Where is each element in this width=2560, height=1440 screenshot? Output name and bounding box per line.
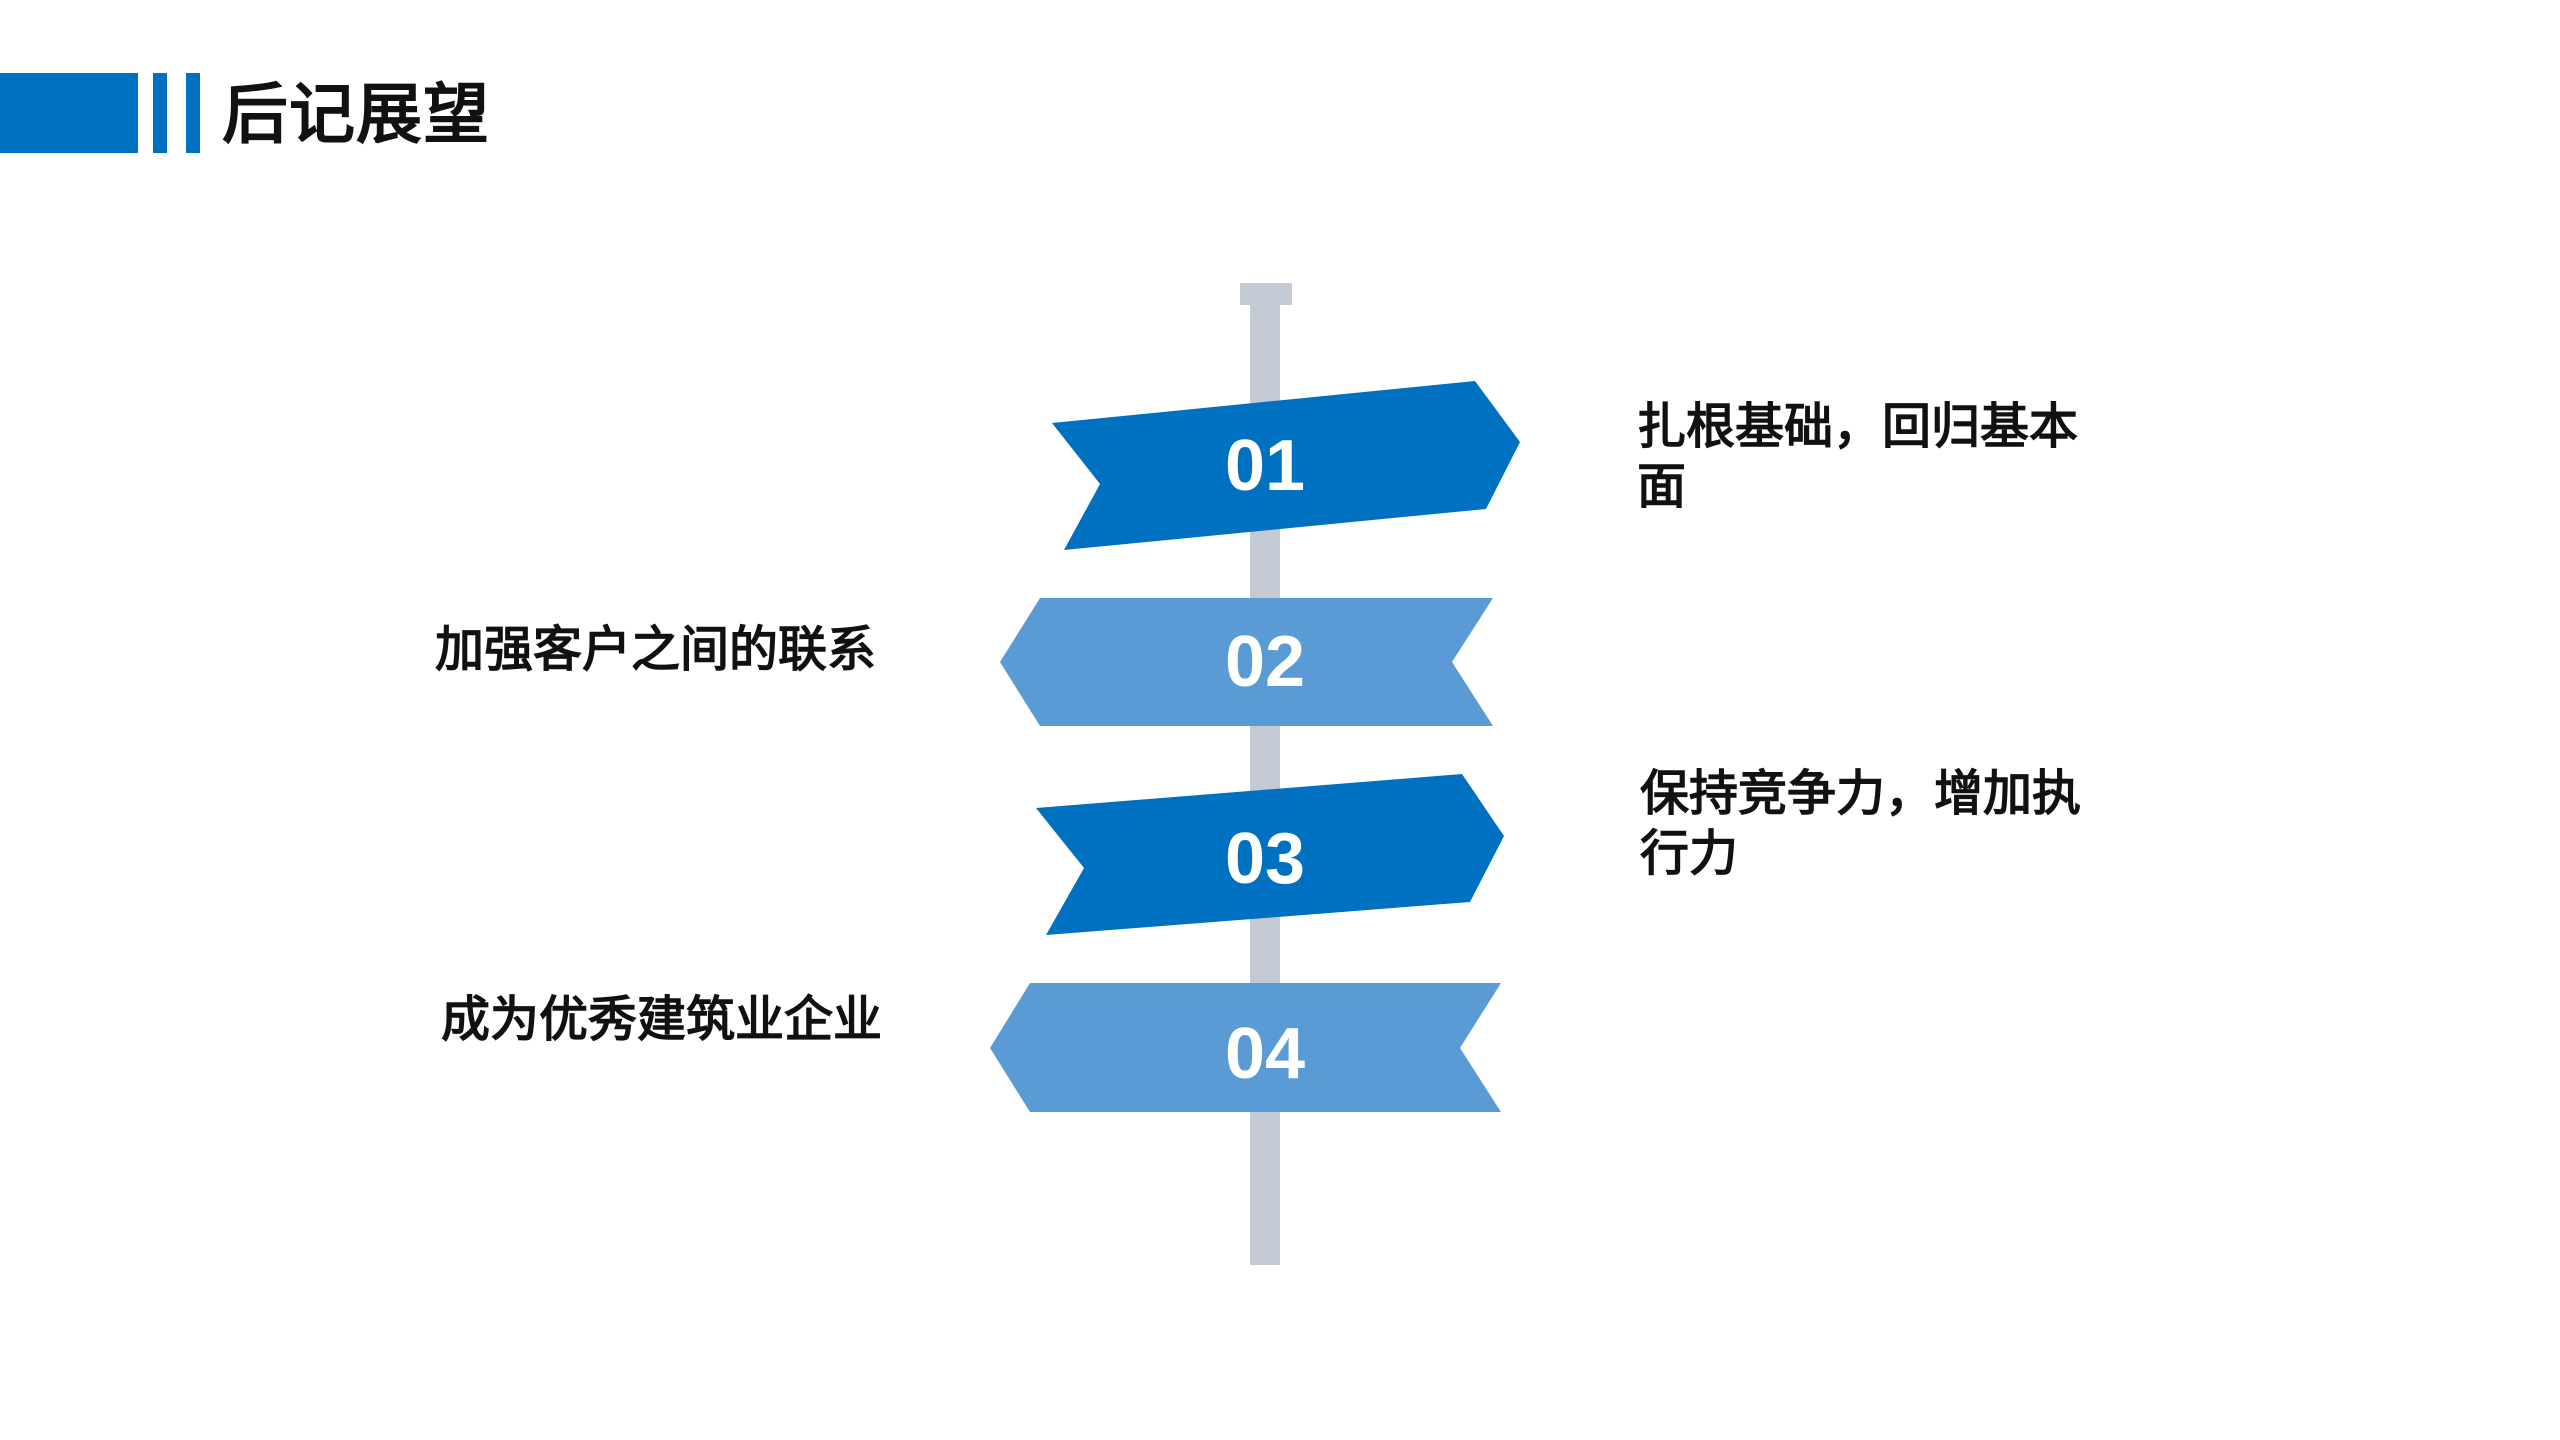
sign-01-text: 扎根基础，回归基本面 xyxy=(1637,400,2079,514)
header-accent-stripe xyxy=(153,73,167,153)
sign-01-board xyxy=(1052,381,1520,550)
header-accent-bar xyxy=(0,73,138,153)
sign-04-number: 04 xyxy=(1225,1014,1305,1094)
sign-02-text: 加强客户之间的联系 xyxy=(435,623,877,677)
sign-04-text: 成为优秀建筑业企业 xyxy=(441,993,883,1047)
header-accent-stripe xyxy=(186,73,200,153)
sign-02-board xyxy=(1000,598,1493,726)
sign-03-number: 03 xyxy=(1225,819,1305,899)
sign-03-text: 保持竞争力，增加执行力 xyxy=(1640,767,2082,881)
sign-04-board xyxy=(990,983,1501,1112)
sign-02-number: 02 xyxy=(1225,622,1305,702)
sign-03-board xyxy=(1036,774,1504,935)
sign-01-number: 01 xyxy=(1225,426,1305,506)
signpost-pole-cap xyxy=(1240,283,1292,305)
page-title: 后记展望 xyxy=(222,77,490,151)
